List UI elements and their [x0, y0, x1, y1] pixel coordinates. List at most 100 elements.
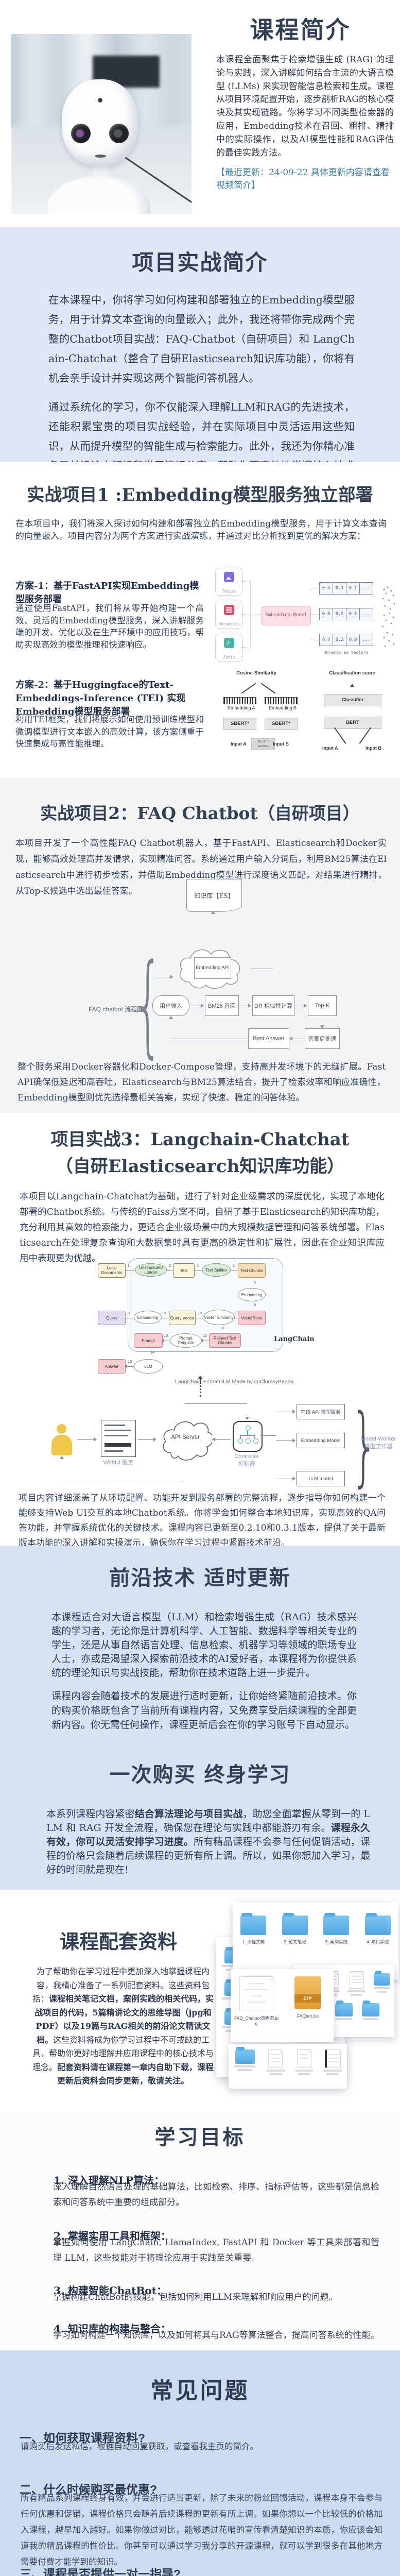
faq-files-card: FAQ_Chatbot流程图.jpg ZIP FAQbot.zip [231, 1969, 334, 2042]
section-project1: 实战项目1 :Embedding模型服务独立部署 在本项目中，我们将深入探讨如何… [0, 462, 400, 778]
webui-label: WebUI 服务 [103, 1460, 134, 1466]
faq-title: 常见问题 [150, 2378, 250, 2404]
project2-title: 实战项目2：FAQ Chatbot（自研项目） [40, 803, 360, 823]
answer-node: Answer [98, 1359, 126, 1374]
practice-overview-title: 项目实战简介 [132, 250, 268, 275]
unstructured-loader-node: Unstructured Loader [135, 1263, 167, 1277]
faq-a1: 请购买后发送私信，根据自动回复获取，或查看我主页的简介。 [21, 2442, 258, 2451]
goal-3-heading: 3. 构建智能ChatBot： [54, 2284, 167, 2297]
langchain-pipeline-diagram: Local Documents 1 Unstructured Loader 2 … [98, 1258, 324, 1389]
document-file-icon [268, 2049, 283, 2068]
folder-icon [240, 1913, 267, 1935]
embedding-node-1: Embedding [238, 1288, 266, 1301]
vectorstore-node: VectorStore [238, 1311, 266, 1325]
api-server-label: API Server [171, 1434, 200, 1440]
folder-icon [323, 1913, 350, 1935]
materials-screenshot-collage: 1_课程文档 2_论文笔记 3_案例实践 4_项目实战 [216, 1899, 400, 2107]
embedding-node-2: Embedding [134, 1311, 162, 1324]
project1-intro: 在本项目中，我们将深入探讨如何构建和部署独立的Embedding模型服务，用于计… [15, 519, 387, 541]
bm25-node: BM25 召回 [205, 995, 239, 1016]
audio-source-box: Audio [215, 634, 243, 662]
folder-icon [282, 1913, 308, 1935]
connector-dotted-arrow [200, 1379, 201, 1397]
zip-icon: ZIP [294, 1976, 321, 2009]
plan1-body: 通过使用FastAPI，我们将从零开始构建一个高效、灵活的Embedding模型… [15, 603, 204, 650]
plan2-body: 利用TEI框架，我们将展示如何使用预训练模型和微调模型进行文本嵌入的高效计算，该… [15, 715, 204, 749]
section-practice-overview: 项目实战简介 在本课程中，你将学习如何构建和部署独立的Embedding模型服务… [0, 227, 400, 462]
llm-node: LLM [134, 1359, 163, 1374]
llm-model-box: LLM model [297, 1471, 345, 1486]
folder-icon [373, 1971, 390, 1986]
practice-overview-p1: 在本课程中，你将学习如何构建和部署独立的Embedding模型服务，用于计算文本… [48, 294, 355, 384]
goal-1-body: 深入理解自然语言处理的基础算法，比如检索、排序、指标评估等，这些都是信息检索和问… [53, 2182, 379, 2208]
tech-update-p2: 课程内容会随着技术的发展进行适时更新，让你始终紧随前沿技术。你的购买价格既包含了… [51, 1690, 357, 1731]
section-course-intro: 课程简介 本课程全面聚焦于检索增强生成 (RAG) 的理论与实践，深入讲解如何结… [0, 0, 400, 227]
main-folders-card: 1_课程文档 2_论文笔记 3_案例实践 4_项目实战 [233, 1902, 398, 1979]
vector-similarity-node: Vector Similarity [203, 1310, 235, 1325]
robot-head [62, 79, 138, 166]
bottom-files-card [229, 2044, 347, 2089]
audio-icon [224, 638, 234, 648]
section-project2: 实战项目2：FAQ Chatbot（自研项目） 本项目开发了一个高性能FAQ C… [0, 778, 400, 1113]
model-worker-brace: } [351, 1395, 378, 1496]
document-icon [224, 605, 234, 615]
section-faq: 常见问题 一、如何获取课程资料? 请购买后发送私信，根据自动回复获取，或查看我主… [0, 2350, 400, 2576]
embedding-pipeline-diagram: Images Documents Audio Embedding Model 0… [210, 568, 398, 666]
vectors-caption: Objects as vectors [323, 650, 369, 655]
goals-title: 学习目标 [154, 2125, 246, 2149]
faq-q2: 二、什么时候购买最优惠? [20, 2483, 158, 2496]
controller-label: Controller 控制器 [234, 1453, 259, 1467]
flowchart-brace: { [133, 940, 163, 1069]
practice-overview-p2: 通过系统化的学习，你不仅能深入理解LLM和RAG的先进技术，还能积累宝贵的项目实… [48, 401, 355, 462]
flowchart-label: FAQ chatbot 流程图 [89, 1006, 144, 1013]
faq-q3: 三、课程是否提供一对一指导? [20, 2567, 181, 2576]
project3-intro: 本项目以Langchain-Chatchat为基础，进行了针对企业级需求的深度优… [20, 1192, 385, 1264]
folder-label: 1_课程文档 [242, 1939, 265, 1944]
embedding-api-node: Embedding API [194, 957, 231, 979]
knowledge-base-node: 知识库【ES】 [186, 879, 242, 912]
embedding-a-bar [223, 697, 256, 704]
query-node: Query [98, 1311, 126, 1325]
goal-3-body: 掌握构建ChatBot的技能，包括如何利用LLM来理解和响应用户的问题。 [53, 2292, 338, 2302]
user-icon [50, 1424, 73, 1456]
folder-icon [362, 2001, 379, 2016]
text-chunks-node: Text Chunks [238, 1263, 266, 1278]
pdf-file-icon [324, 2049, 341, 2068]
query-vector-node: Query Vector [169, 1311, 196, 1325]
documents-source-box: Documents [215, 601, 243, 629]
robot-photo [11, 34, 192, 214]
folder-label: 3_案例实践 [325, 1939, 347, 1944]
plan1-heading: 方案-1：基于FastAPI实现Embedding模型服务部署 [15, 581, 199, 605]
goal-4-body: 学习如何构建一个知识库，以及如何将其与RAG等算法整合，提高问答系统的性能。 [53, 2330, 379, 2341]
embedding-model-box: Embedding Model [262, 606, 311, 625]
controller-icon [233, 1421, 263, 1452]
text-node: Text [173, 1263, 195, 1278]
tech-update-title: 前沿技术 适时更新 [109, 1566, 291, 1590]
page-title: 课程简介 [250, 16, 351, 44]
text-splitter-node: Text Splitter [202, 1263, 231, 1277]
project3-title-line2: （自研Elasticsearch知识库功能） [55, 1156, 345, 1177]
webui-panel-icon [101, 1420, 136, 1457]
goal-4-heading: 4. 知识库的构建与整合： [54, 2323, 171, 2335]
chatchat-architecture-diagram: WebUI 服务 API Server [0, 1401, 400, 1490]
materials-title: 课程配套资料 [59, 1930, 177, 1953]
materials-paragraph: 为了帮助你在学习过程中更加深入地掌握课程内容，我精心准备了一系列配套资料。这些资… [32, 1967, 214, 2086]
sbert-architecture-diagram: Cosine-Similarity Embedding A Embedding … [210, 667, 398, 773]
images-source-box: Images [215, 568, 243, 596]
faq-a2: 所有精品系列课程终身有效，并会进行适当更新，除了未来的粉丝回馈活动，课程本身不会… [21, 2494, 382, 2567]
model-worker-label: Model Worker 模型工作器 [360, 1436, 396, 1450]
document-file-icon [297, 2049, 311, 2068]
project1-title: 实战项目1 :Embedding模型服务独立部署 [27, 485, 373, 505]
embedding-model-box: Embedding Model [297, 1433, 345, 1448]
course-intro-paragraph: 本课程全面聚焦于检索增强生成 (RAG) 的理论与实践，深入讲解如何结合主流的大… [216, 55, 394, 158]
section-materials: 课程配套资料 为了帮助你在学习过程中更加深入地掌握课程内容，我精心准备了一系列配… [0, 1890, 400, 2112]
related-chunks-node: Related Text Chunks [209, 1333, 241, 1348]
tech-update-p1: 本课程适合对大语言模型（LLM）和检索增强生成（RAG）技术感兴趣的学习者，无论… [51, 1612, 357, 1679]
goal-2-heading: 2. 掌握实用工具和框架： [54, 2230, 171, 2242]
dr-similarity-node: DR 相似性计算 [252, 995, 294, 1016]
image-icon [224, 572, 234, 582]
goal-2-body: 掌握如何使用 LangChain, LlamaIndex, FastAPI 和 … [53, 2238, 379, 2263]
folder-label: 4_项目实战 [367, 1939, 389, 1944]
